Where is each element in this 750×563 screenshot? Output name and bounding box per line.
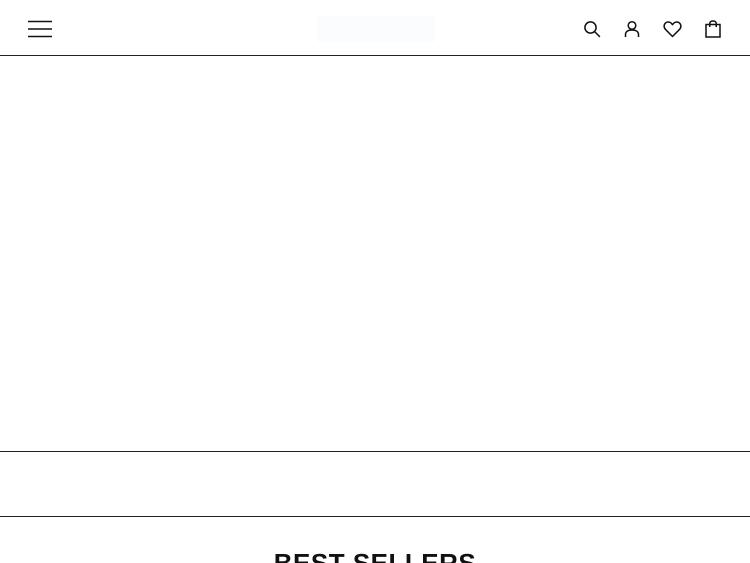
section-divider (0, 451, 750, 452)
section-divider (0, 516, 750, 517)
shopping-bag-icon (705, 20, 721, 38)
best-sellers-heading: BEST SELLERS (273, 548, 477, 563)
hero-banner (0, 57, 750, 451)
search-icon (584, 21, 601, 38)
search-button[interactable] (577, 14, 607, 44)
hamburger-menu-icon (28, 20, 52, 38)
wishlist-button[interactable] (657, 14, 687, 44)
account-button[interactable] (617, 14, 647, 44)
promo-strip (0, 452, 750, 516)
brand-logo[interactable] (317, 16, 435, 42)
menu-button[interactable] (22, 14, 58, 44)
heart-icon (662, 20, 682, 37)
cart-button[interactable] (698, 14, 728, 44)
site-header (0, 0, 750, 56)
user-icon (624, 20, 640, 37)
